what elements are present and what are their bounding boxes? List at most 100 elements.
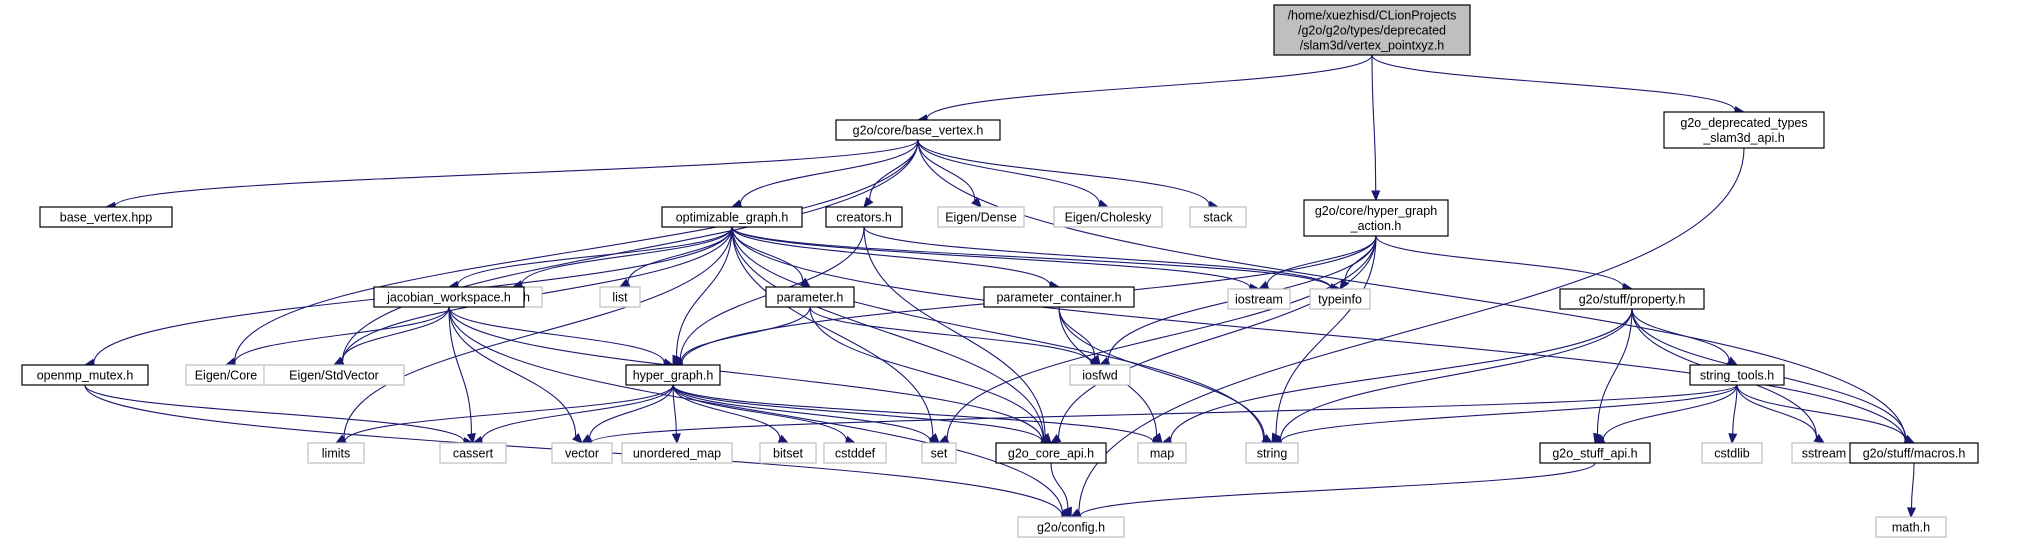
node-label: parameter_container.h xyxy=(996,291,1121,305)
edge-arrowhead xyxy=(466,432,476,445)
node-list[interactable]: list xyxy=(599,286,641,308)
edge-line xyxy=(1631,308,1730,361)
node-label: vector xyxy=(565,447,599,461)
node-box xyxy=(551,442,613,464)
node-config_h[interactable]: g2o/config.h xyxy=(1017,516,1125,538)
node-iostream[interactable]: iostream xyxy=(1227,288,1291,310)
edge-property_h-to-string_tools_h xyxy=(1631,308,1739,366)
node-cstdlib[interactable]: cstdlib xyxy=(1701,442,1763,464)
node-iosfwd[interactable]: iosfwd xyxy=(1069,364,1131,386)
node-unordered_map[interactable]: unordered_map xyxy=(621,442,733,464)
node-macros_h[interactable]: g2o/stuff/macros.h xyxy=(1849,442,1979,464)
edge-string_tools_h-to-stuff_api_h xyxy=(1593,384,1738,444)
edge-line xyxy=(672,384,781,440)
node-property_h[interactable]: g2o/stuff/property.h xyxy=(1559,288,1705,310)
edge-line xyxy=(917,139,1906,441)
node-eigen_core[interactable]: Eigen/Core xyxy=(185,364,267,386)
node-optimizable_graph_h[interactable]: optimizable_graph.h xyxy=(661,206,803,228)
node-label: iosfwd xyxy=(1082,369,1117,383)
node-label: unordered_map xyxy=(633,447,721,461)
edge-hyper_graph_action_h-to-set xyxy=(937,235,1377,444)
edge-line xyxy=(1732,384,1738,435)
edge-optimizable_graph_h-to-macros_h xyxy=(731,226,1916,446)
node-label: g2o_stuff_api.h xyxy=(1552,447,1637,461)
node-eigen_dense[interactable]: Eigen/Dense xyxy=(937,206,1025,228)
edge-line xyxy=(1058,306,1265,439)
node-label: typeinfo xyxy=(1318,293,1362,307)
node-label: limits xyxy=(322,447,350,461)
edge-arrowhead xyxy=(863,196,874,209)
node-root[interactable]: /home/xuezhisd/CLionProjects/g2o/g2o/typ… xyxy=(1273,4,1471,56)
node-bitset[interactable]: bitset xyxy=(759,442,817,464)
edge-stuff_api_h-to-config_h xyxy=(1069,462,1596,521)
node-box xyxy=(661,206,803,228)
node-openmp_mutex_h[interactable]: openmp_mutex.h xyxy=(21,364,149,386)
node-hyper_graph_action_h[interactable]: g2o/core/hyper_graph_action.h xyxy=(1303,199,1449,237)
node-eigen_stdvector[interactable]: Eigen/StdVector xyxy=(263,364,405,386)
node-stack[interactable]: stack xyxy=(1189,206,1247,228)
edge-line xyxy=(1371,54,1736,111)
node-hyper_graph_h[interactable]: hyper_graph.h xyxy=(625,364,721,386)
edge-line xyxy=(926,54,1373,119)
nodes-layer: /home/xuezhisd/CLionProjects/g2o/g2o/typ… xyxy=(21,4,1979,538)
edge-line xyxy=(946,235,1377,440)
edge-string_tools_h-to-sstream xyxy=(1736,384,1826,444)
node-label: bitset xyxy=(773,447,803,461)
edge-line xyxy=(731,226,1265,440)
edge-arrowhead xyxy=(1593,432,1602,445)
node-parameter_h[interactable]: parameter.h xyxy=(765,286,855,308)
node-label: Eigen/Core xyxy=(195,369,258,383)
node-limits[interactable]: limits xyxy=(307,442,365,464)
node-box xyxy=(995,442,1107,464)
node-box xyxy=(1137,442,1187,464)
node-set[interactable]: set xyxy=(921,442,957,464)
edge-line xyxy=(1596,308,1633,435)
node-eigen_cholesky[interactable]: Eigen/Cholesky xyxy=(1053,206,1163,228)
node-box xyxy=(439,442,507,464)
node-label: g2o/stuff/property.h xyxy=(1579,293,1686,307)
node-box xyxy=(825,206,903,228)
edge-line xyxy=(863,226,1332,289)
node-sstream[interactable]: sstream xyxy=(1791,442,1857,464)
node-cassert[interactable]: cassert xyxy=(439,442,507,464)
node-map[interactable]: map xyxy=(1137,442,1187,464)
edge-line xyxy=(672,384,1043,442)
node-stuff_api_h[interactable]: g2o_stuff_api.h xyxy=(1539,442,1651,464)
node-parameter_container_h[interactable]: parameter_container.h xyxy=(983,286,1135,308)
node-creators_h[interactable]: creators.h xyxy=(825,206,903,228)
node-string_tools_h[interactable]: string_tools.h xyxy=(1689,364,1785,386)
edge-parameter_h-to-iosfwd xyxy=(809,306,1102,368)
edge-base_vertex_h-to-stack xyxy=(917,139,1220,210)
node-label: base_vertex.hpp xyxy=(60,211,152,225)
edge-hyper_graph_action_h-to-typeinfo xyxy=(1339,235,1377,291)
node-base_vertex_h[interactable]: g2o/core/base_vertex.h xyxy=(835,119,1001,141)
node-deprecated_api_h[interactable]: g2o_deprecated_types_slam3d_api.h xyxy=(1663,111,1825,149)
node-box xyxy=(1663,111,1825,149)
node-label: cstdlib xyxy=(1714,447,1749,461)
node-label: cstddef xyxy=(835,447,876,461)
edge-line xyxy=(731,226,1051,286)
node-box xyxy=(1875,516,1947,538)
node-base_vertex_hpp[interactable]: base_vertex.hpp xyxy=(39,206,173,228)
edge-optimizable_graph_h-to-string xyxy=(731,226,1274,444)
edge-optimizable_graph_h-to-typeinfo xyxy=(731,226,1342,293)
edge-optimizable_graph_h-to-iostream xyxy=(731,226,1261,293)
node-box xyxy=(39,206,173,228)
node-string[interactable]: string xyxy=(1245,442,1299,464)
node-label: _slam3d_api.h xyxy=(1702,131,1784,145)
node-math_h[interactable]: math.h xyxy=(1875,516,1947,538)
edge-property_h-to-string xyxy=(1270,308,1633,444)
edge-line xyxy=(341,306,450,362)
edge-line xyxy=(1078,147,1745,513)
node-box xyxy=(937,206,1025,228)
node-label: Eigen/Dense xyxy=(945,211,1017,225)
edge-line xyxy=(680,306,811,362)
node-vector[interactable]: vector xyxy=(551,442,613,464)
node-typeinfo[interactable]: typeinfo xyxy=(1309,288,1371,310)
node-box xyxy=(921,442,957,464)
node-jacobian_workspace_h[interactable]: jacobian_workspace.h xyxy=(373,286,525,308)
node-box xyxy=(1069,364,1131,386)
node-cstddef[interactable]: cstddef xyxy=(823,442,887,464)
node-core_api_h[interactable]: g2o_core_api.h xyxy=(995,442,1107,464)
edge-line xyxy=(1280,384,1738,443)
